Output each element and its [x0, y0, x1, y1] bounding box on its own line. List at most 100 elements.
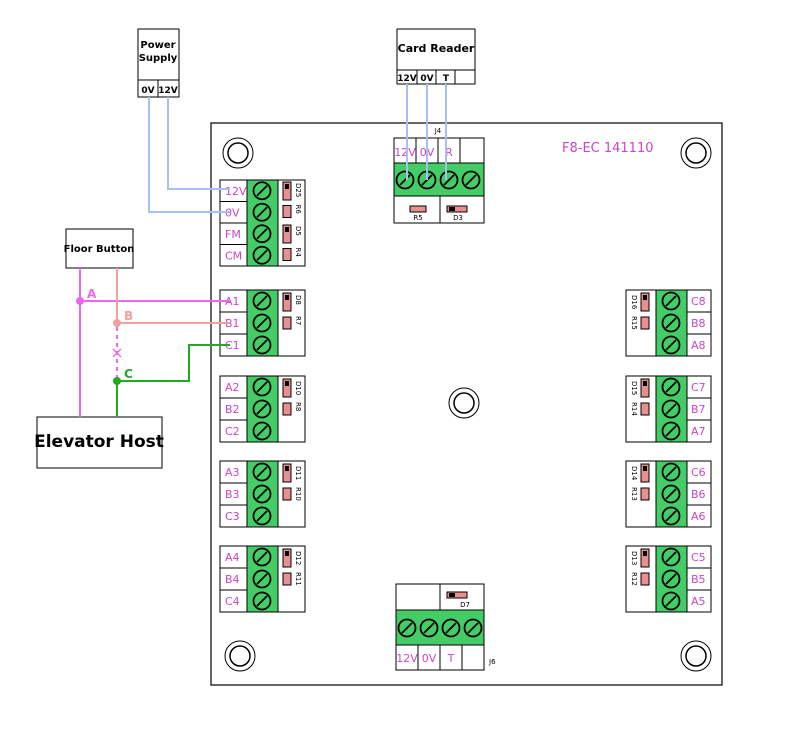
diode-band: [285, 381, 289, 386]
diode-body: [640, 548, 650, 568]
resistor-body: [282, 205, 292, 218]
pin-label-a6: A6: [691, 510, 706, 523]
part-label-d25: D25: [294, 183, 302, 197]
screw-b1: [252, 313, 272, 333]
wire-label-a: A: [87, 287, 97, 301]
pin-label-0v: 0V: [225, 206, 240, 219]
screw-a5: [661, 591, 681, 611]
mounting-hole-top-left: [222, 137, 254, 169]
screw-c3: [252, 506, 272, 526]
screw-slot: [256, 595, 268, 607]
screw-slot: [256, 317, 268, 329]
screw-slot: [256, 381, 268, 393]
screw-slot: [665, 551, 677, 563]
diode-band: [285, 184, 289, 189]
power-supply-pin-12v: 12V: [158, 86, 178, 96]
part-label-r15: R15: [630, 316, 638, 330]
screw-b4: [252, 569, 272, 589]
pin-label-a8: A8: [691, 339, 706, 352]
diode-body: [640, 463, 650, 483]
part-label-r14: R14: [630, 402, 638, 416]
pin-label-a3: A3: [225, 466, 240, 479]
screw-slot: [256, 403, 268, 415]
top-connector-screw: [461, 170, 481, 190]
resistor-body: [282, 572, 292, 586]
pin-label-fm: FM: [225, 228, 241, 241]
top-connector-screws: [395, 170, 481, 190]
part-label-d12: D12: [294, 551, 302, 565]
part-label-r7: R7: [294, 316, 302, 325]
bottom-connector-pin-0v: 0V: [422, 652, 437, 665]
bottom-connector-label: J6: [488, 658, 496, 666]
pin-label-b3: B3: [225, 488, 240, 501]
floor-button-title: Floor Button: [64, 244, 135, 255]
screw-slot: [256, 466, 268, 478]
part-label-d14: D14: [630, 466, 638, 481]
screw-slot: [399, 174, 411, 186]
mounting-hole-bottom-right: [680, 640, 712, 672]
diode-band: [285, 466, 289, 471]
screw-c7: [661, 377, 681, 397]
screw-slot: [665, 295, 677, 307]
wire-c: [116, 344, 230, 417]
diode-body: [282, 548, 292, 568]
diode-body: [640, 378, 650, 398]
pin-label-b1: B1: [225, 317, 240, 330]
wire-label-b: B: [124, 309, 133, 323]
screw-slot: [256, 425, 268, 437]
top-connector-screw: [439, 170, 459, 190]
screw-b5: [661, 569, 681, 589]
screw-slot: [665, 425, 677, 437]
screw-slot: [256, 510, 268, 522]
pin-label-c4: C4: [225, 595, 240, 608]
diode-band: [643, 295, 647, 300]
screw-slot: [256, 295, 268, 307]
screw-slot: [665, 595, 677, 607]
screw-fm: [252, 224, 272, 244]
pin-label-b2: B2: [225, 403, 240, 416]
elevator-host-box: Elevator Host: [34, 416, 164, 469]
bottom-connector-pin-12v: 12V: [396, 652, 418, 665]
wire-a: [79, 268, 230, 417]
screw-slot: [467, 622, 479, 634]
power-supply-box: Power Supply 0V 12V: [137, 28, 180, 98]
screw-slot: [256, 185, 268, 197]
top-connector-pin-r: R: [445, 146, 453, 159]
diode-band: [643, 466, 647, 471]
screw-slot: [401, 622, 413, 634]
screw-c5: [661, 547, 681, 567]
screw-b3: [252, 484, 272, 504]
bottom-connector-screw: [419, 618, 439, 638]
diode-body: [282, 463, 292, 483]
screw-c4: [252, 591, 272, 611]
pin-label-b8: B8: [691, 317, 706, 330]
resistor-body: [640, 487, 650, 501]
screw-12v: [252, 181, 272, 201]
part-label-r8: R8: [294, 402, 302, 411]
left-terminal-groups: A1B1C1D8R7A2B2C2D10R8A3B3C3D11R10A4B4C4D…: [219, 289, 306, 613]
junction-c: [113, 377, 121, 385]
screw-slot: [465, 174, 477, 186]
part-label-r12: R12: [630, 572, 638, 586]
card-reader-pin-12v: 12V: [397, 74, 417, 84]
part-label-d13: D13: [630, 551, 638, 565]
diode-body: [282, 181, 292, 201]
wire-power-12v: [167, 97, 230, 190]
pin-label-b5: B5: [691, 573, 706, 586]
resistor-body: [640, 572, 650, 586]
top-connector-part-d3: D3: [453, 214, 463, 222]
top-connector-j4: 12V 0V R J4 R5 D3: [393, 127, 485, 224]
screw-b2: [252, 399, 272, 419]
part-label-r11: R11: [294, 572, 302, 586]
card-reader-pin-t: T: [443, 74, 450, 84]
screw-slot: [256, 488, 268, 500]
resistor-body: [282, 248, 292, 261]
diode-band: [643, 551, 647, 556]
resistor-body: [282, 487, 292, 501]
